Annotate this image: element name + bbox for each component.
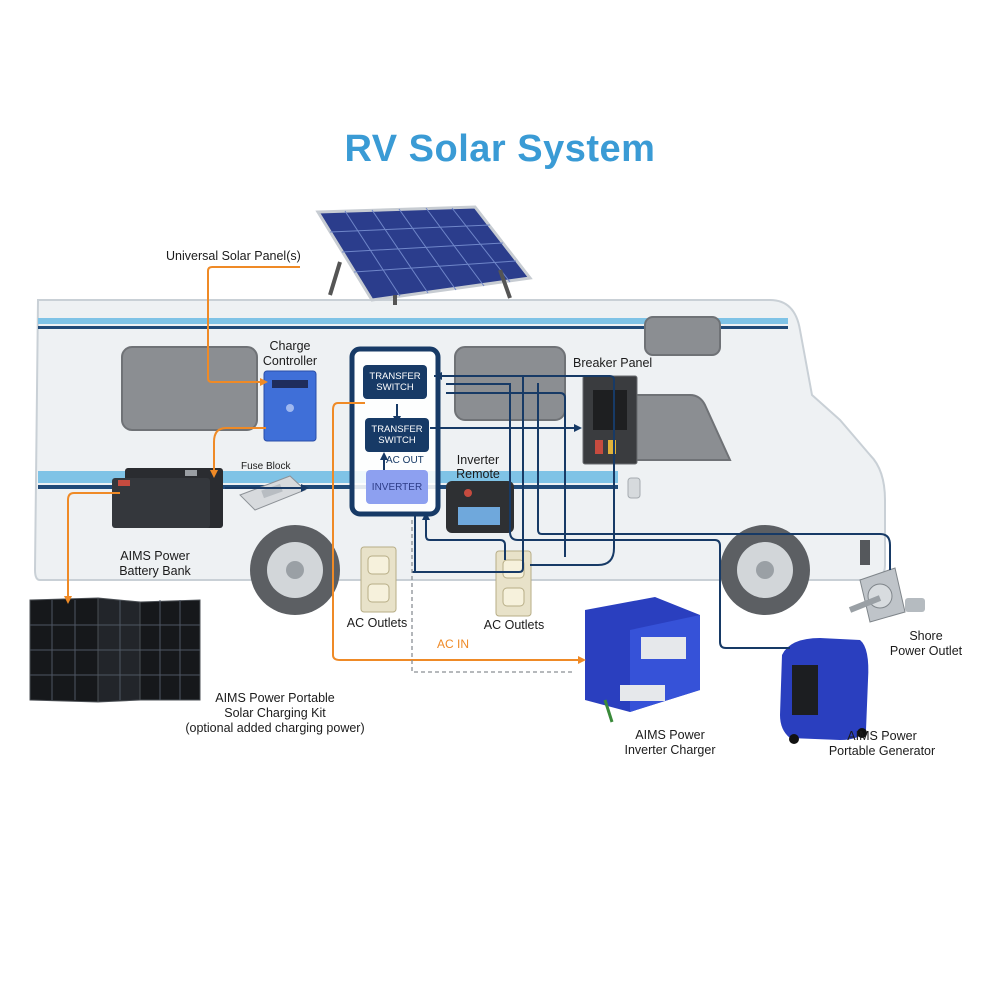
shore-power-label-line2: Power Outlet bbox=[889, 644, 963, 658]
shore-power-label-line1: Shore bbox=[909, 629, 943, 643]
generator-label-line1: AIMS Power bbox=[847, 729, 917, 743]
generator-label-line2: Portable Generator bbox=[828, 744, 936, 758]
breaker-panel-label: Breaker Panel bbox=[573, 356, 653, 370]
ac-outlet-right-illustration bbox=[495, 550, 532, 617]
ac-outlets-right-label: AC Outlets bbox=[483, 618, 545, 632]
portable-kit-label-line2: Solar Charging Kit bbox=[224, 706, 326, 720]
charge-controller-illustration bbox=[263, 370, 317, 442]
solar-panel-label: Universal Solar Panel(s) bbox=[166, 249, 301, 263]
rv-illustration bbox=[33, 299, 886, 615]
dc-wiring bbox=[67, 266, 578, 661]
battery-bank-label-line1: AIMS Power bbox=[120, 549, 190, 563]
charge-controller-label-line2: Controller bbox=[262, 354, 318, 368]
fuse-block-label: Fuse Block bbox=[241, 461, 291, 472]
inverter-charger-label-line1: AIMS Power bbox=[635, 728, 705, 742]
ac-in-label: AC IN bbox=[437, 637, 470, 651]
roof-solar-panel-illustration bbox=[315, 205, 533, 305]
ac-wiring bbox=[225, 375, 891, 649]
inverter-box: INVERTER bbox=[366, 470, 428, 504]
transfer-switch-middle: TRANSFER SWITCH bbox=[365, 418, 429, 452]
inverter-charger-illustration bbox=[585, 597, 700, 723]
dashed-line bbox=[411, 520, 575, 673]
transfer-switch-top: TRANSFER SWITCH bbox=[363, 365, 427, 399]
portable-kit-label-line3: (optional added charging power) bbox=[185, 721, 365, 735]
generator-illustration bbox=[780, 638, 869, 744]
inverter-remote-illustration bbox=[446, 481, 514, 533]
portable-solar-kit-illustration bbox=[29, 597, 201, 703]
ac-outlets-left-label: AC Outlets bbox=[346, 616, 408, 630]
battery-bank-illustration bbox=[112, 468, 223, 528]
page-title: RV Solar System bbox=[344, 128, 656, 170]
inverter-remote-label-line1: Inverter bbox=[456, 453, 500, 467]
battery-bank-label-line2: Battery Bank bbox=[119, 564, 191, 578]
charge-controller-label-line1: Charge bbox=[269, 339, 311, 353]
portable-kit-label-line1: AIMS Power Portable bbox=[215, 691, 335, 705]
ac-out-label: AC OUT bbox=[386, 455, 424, 466]
breaker-panel-illustration bbox=[582, 375, 638, 465]
ac-outlet-left-illustration bbox=[360, 546, 397, 613]
inverter-charger-label-line2: Inverter Charger bbox=[624, 743, 716, 757]
shore-power-illustration bbox=[848, 567, 925, 623]
inverter-remote-label-line2: Remote bbox=[456, 467, 500, 481]
